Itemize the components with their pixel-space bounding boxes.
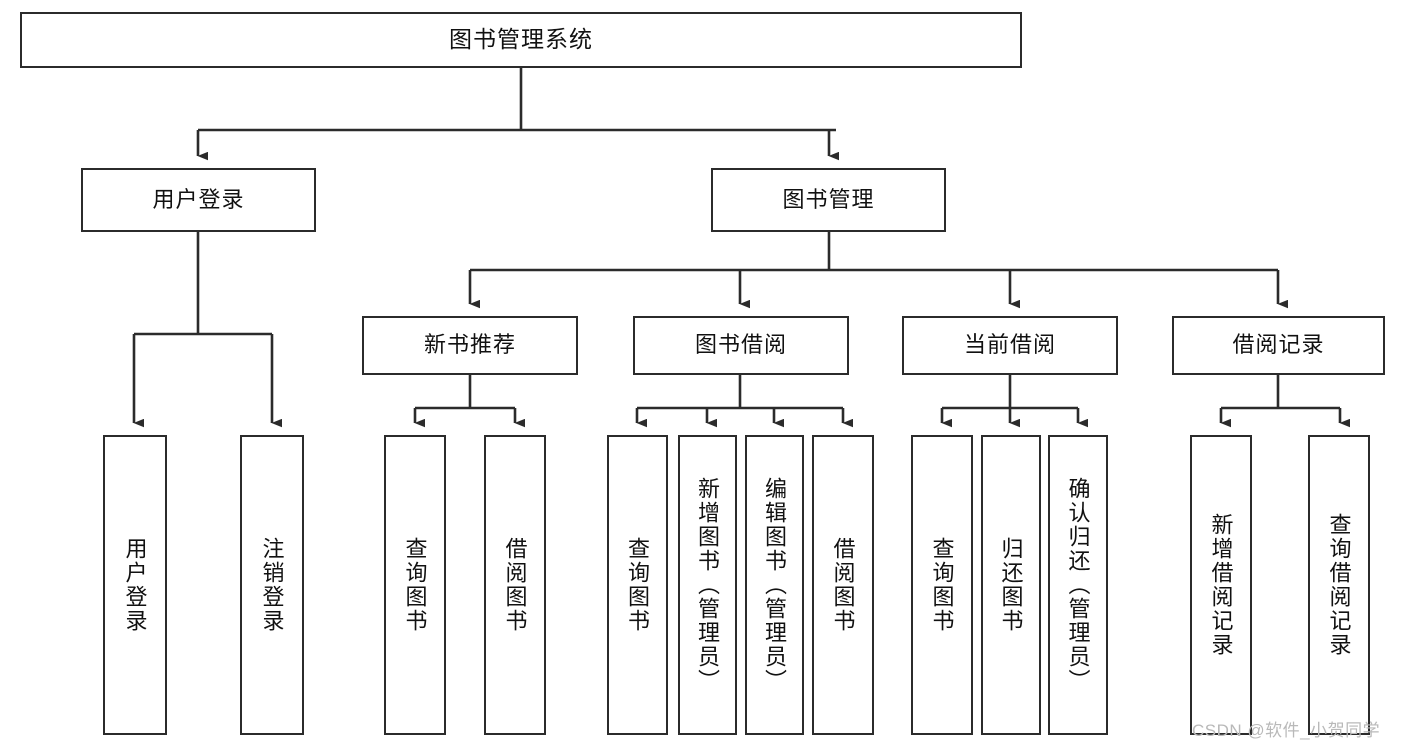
csdn-watermark: CSDN @软件_小贺同学 xyxy=(1192,721,1381,740)
leaf-user-login[interactable]: 用户登录 xyxy=(103,435,167,735)
leaf-return-book[interactable]: 归还图书 xyxy=(981,435,1041,735)
node-current-borrowing[interactable]: 当前借阅 xyxy=(902,316,1118,375)
leaf-confirm-return-admin[interactable]: 确认归还（管理员） xyxy=(1048,435,1108,735)
leaf-borrow-book-borrowing[interactable]: 借阅图书 xyxy=(812,435,874,735)
node-borrow-records[interactable]: 借阅记录 xyxy=(1172,316,1385,375)
leaf-query-borrow-record[interactable]: 查询借阅记录 xyxy=(1308,435,1370,735)
node-user-login[interactable]: 用户登录 xyxy=(81,168,316,232)
node-new-book-recommendation[interactable]: 新书推荐 xyxy=(362,316,578,375)
leaf-query-book-current[interactable]: 查询图书 xyxy=(911,435,973,735)
leaf-add-book-admin[interactable]: 新增图书（管理员） xyxy=(678,435,737,735)
node-root-system[interactable]: 图书管理系统 xyxy=(20,12,1022,68)
node-book-management[interactable]: 图书管理 xyxy=(711,168,946,232)
leaf-edit-book-admin[interactable]: 编辑图书（管理员） xyxy=(745,435,804,735)
leaf-add-borrow-record[interactable]: 新增借阅记录 xyxy=(1190,435,1252,735)
leaf-query-book-borrowing[interactable]: 查询图书 xyxy=(607,435,668,735)
leaf-logout[interactable]: 注销登录 xyxy=(240,435,304,735)
node-book-borrowing[interactable]: 图书借阅 xyxy=(633,316,849,375)
leaf-query-book-recommendation[interactable]: 查询图书 xyxy=(384,435,446,735)
leaf-borrow-book-recommendation[interactable]: 借阅图书 xyxy=(484,435,546,735)
